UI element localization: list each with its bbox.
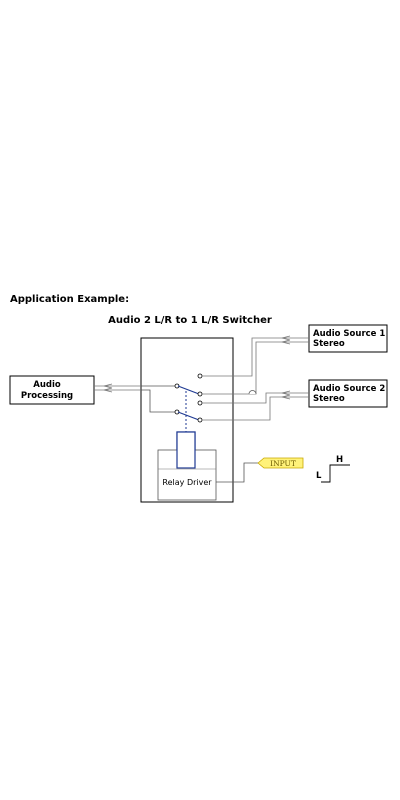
audio-source-1-block: Audio Source 1 Stereo: [308, 324, 388, 353]
relay-driver-label: Relay Driver: [162, 478, 212, 487]
input-tag-label: INPUT: [270, 459, 296, 468]
logic-level-indicator: H L: [316, 455, 350, 483]
audio-source-1-label: Audio Source 1: [313, 329, 385, 339]
input-line: [216, 462, 258, 483]
logic-low-label: L: [316, 471, 322, 481]
audio-processing-label-line1: Audio: [33, 380, 61, 390]
audio-processing-label-line2: Processing: [21, 391, 73, 401]
audio-processing-block: Audio Processing: [9, 375, 95, 405]
application-example-heading: Application Example:: [10, 294, 130, 305]
source-1-bus: [202, 335, 309, 395]
logic-high-label: H: [336, 455, 343, 465]
diagram-title: Audio 2 L/R to 1 L/R Switcher: [108, 315, 272, 326]
processing-bus: [94, 383, 141, 393]
audio-source-2-label: Audio Source 2: [313, 384, 385, 394]
audio-source-2-block: Audio Source 2 Stereo: [308, 379, 388, 408]
relay-internal-wiring: [141, 385, 175, 413]
input-tag: INPUT: [257, 457, 304, 469]
source-2-bus: [202, 390, 309, 421]
relay-driver-block: Relay Driver: [157, 431, 217, 501]
relay-switch-1: [174, 373, 203, 397]
relay-switch-2: [174, 400, 203, 423]
wire-crossover-marks: [248, 390, 257, 395]
audio-source-2-stereo: Stereo: [313, 394, 345, 404]
audio-source-1-stereo: Stereo: [313, 339, 345, 349]
